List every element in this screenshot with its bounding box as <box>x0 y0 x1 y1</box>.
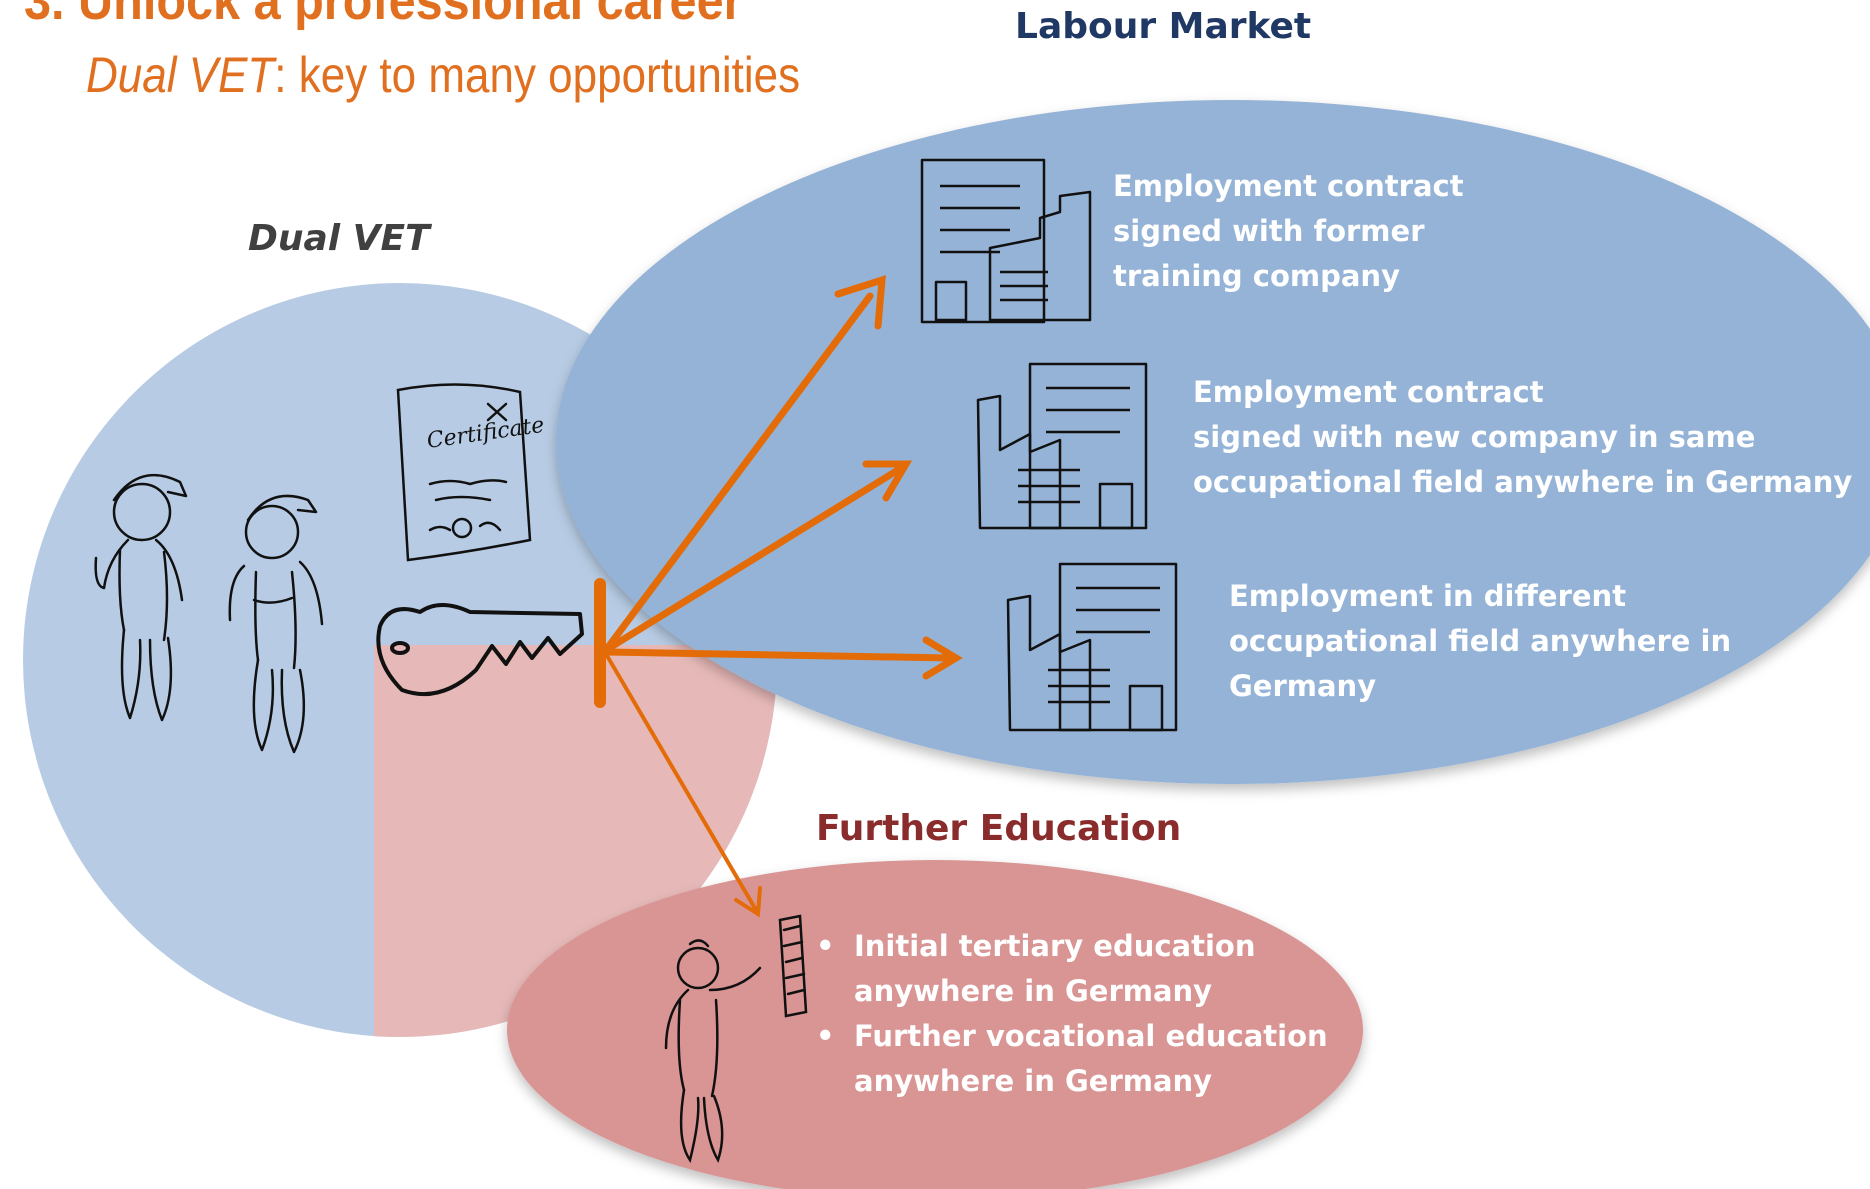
option-line: Employment in different <box>1229 579 1627 613</box>
factory-building-icon <box>976 362 1148 530</box>
office-building-icon <box>920 158 1092 324</box>
option-line: Germany <box>1229 669 1377 703</box>
option-line: Employment contract <box>1113 169 1464 203</box>
option-line: training company <box>1113 259 1400 293</box>
arrow-head-further-education <box>734 886 762 918</box>
option-line: occupational field anywhere in <box>1229 624 1732 658</box>
option-line: anywhere in Germany <box>854 974 1213 1008</box>
employment-option-2: Employment contract signed with new comp… <box>1193 370 1852 505</box>
apprentices-sketch-icon <box>94 473 324 754</box>
arrow-head-new-company <box>862 460 913 502</box>
option-line: Further vocational education <box>854 1019 1328 1053</box>
dual-vet-heading: Dual VET <box>248 218 430 259</box>
list-item: • Initial tertiary education anywhere in… <box>810 924 1328 1014</box>
page-subtitle: Dual VET: key to many opportunities <box>86 46 800 104</box>
option-line: signed with former <box>1113 214 1425 248</box>
further-education-list: • Initial tertiary education anywhere in… <box>810 924 1328 1104</box>
bullet: • <box>816 1019 835 1053</box>
option-line: occupational field anywhere in Germany <box>1193 465 1853 499</box>
subtitle-rest: : key to many opportunities <box>274 47 801 103</box>
further-education-ellipse <box>507 860 1363 1189</box>
key-icon <box>376 603 584 697</box>
option-line: Employment contract <box>1193 375 1544 409</box>
option-line: anywhere in Germany <box>854 1064 1213 1098</box>
arrows-group <box>594 275 963 918</box>
arrow-head-former-company <box>834 275 886 330</box>
teacher-sketch-icon <box>664 914 808 1163</box>
arrow-to-further-education <box>604 652 758 912</box>
employment-option-3: Employment in different occupational fie… <box>1229 574 1731 709</box>
further-education-heading: Further Education <box>816 808 1182 849</box>
factory-building-icon <box>1006 562 1178 732</box>
arrow-head-different-field <box>922 636 963 680</box>
option-line: signed with new company in same <box>1193 420 1756 454</box>
arrow-to-different-field <box>602 648 954 662</box>
bullet: • <box>816 929 835 963</box>
list-item: • Further vocational education anywhere … <box>810 1014 1328 1104</box>
arrow-to-former-company <box>602 292 874 654</box>
subtitle-emphasis: Dual VET <box>86 47 275 103</box>
option-line: Initial tertiary education <box>854 929 1256 963</box>
employment-option-1: Employment contract signed with former t… <box>1113 164 1464 299</box>
labour-market-ellipse <box>556 100 1870 784</box>
labour-market-heading: Labour Market <box>1015 6 1312 47</box>
arrow-to-new-company <box>602 466 902 654</box>
certificate-icon <box>396 383 532 562</box>
page-title: 3. Unlock a professional career <box>24 0 743 31</box>
